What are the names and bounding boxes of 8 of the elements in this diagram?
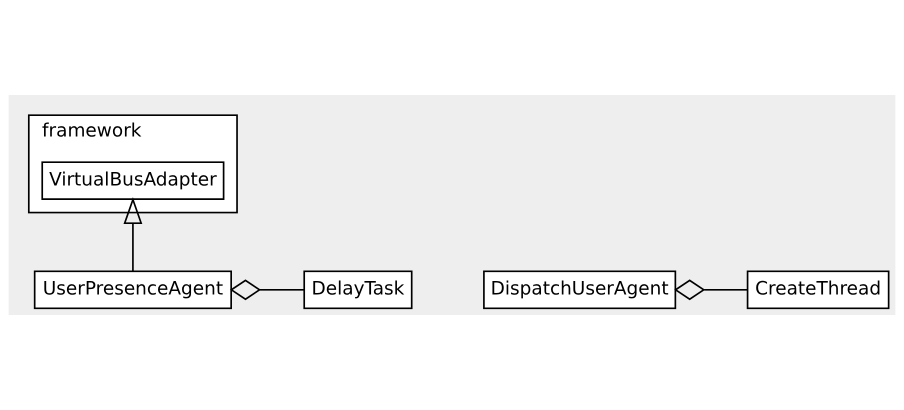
node-box: CreateThread [746, 270, 890, 310]
connector [230, 279, 304, 300]
node-box: DispatchUserAgent [483, 270, 676, 310]
arrow [124, 197, 142, 272]
node-box: VirtualBusAdapter [41, 161, 224, 200]
node-box: UserPresenceAgent [34, 270, 232, 310]
node-box: DelayTask [303, 270, 413, 310]
connector [674, 279, 748, 300]
